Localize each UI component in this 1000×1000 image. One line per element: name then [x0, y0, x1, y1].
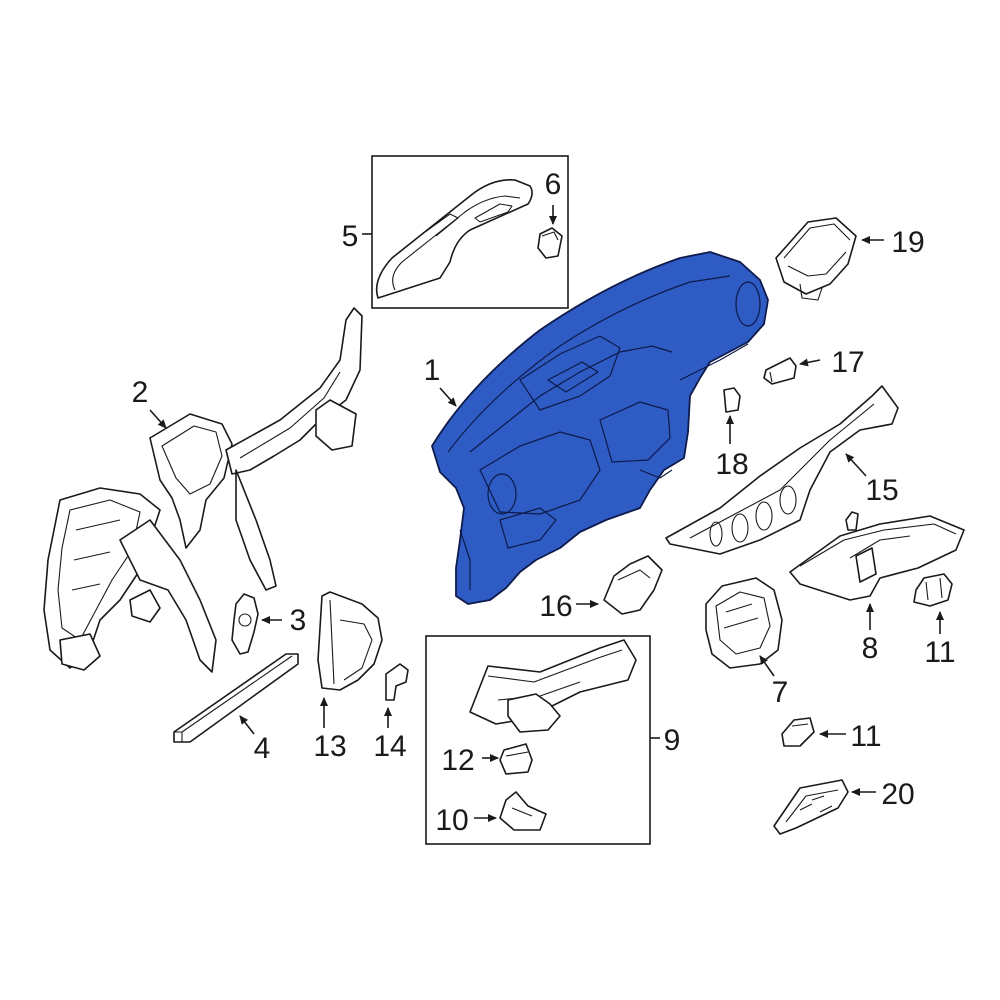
callout-9: 9: [664, 724, 681, 757]
glove-box-frame[interactable]: [789, 511, 965, 601]
clip-18[interactable]: [723, 387, 741, 413]
bracket-7[interactable]: [705, 577, 783, 669]
callout-7: 7: [772, 676, 789, 709]
callout-20: 20: [881, 778, 914, 811]
callout-8: 8: [862, 632, 879, 665]
switch-panel[interactable]: [773, 779, 849, 835]
callout-1: 1: [424, 354, 441, 387]
callout-11-upper: 11: [924, 636, 955, 669]
callout-15: 15: [865, 474, 898, 507]
bracket-10[interactable]: [499, 791, 547, 831]
upper-trim-cover[interactable]: [375, 179, 533, 299]
callout-13: 13: [313, 730, 346, 763]
bracket-3[interactable]: [231, 593, 259, 655]
callout-17: 17: [831, 346, 864, 379]
callout-16: 16: [539, 590, 572, 623]
clip-12[interactable]: [499, 743, 533, 775]
trim-panel[interactable]: [665, 385, 899, 555]
callout-14: 14: [373, 730, 406, 763]
callout-18: 18: [715, 448, 748, 481]
callout-4: 4: [254, 732, 271, 765]
inset-box-5: [371, 155, 569, 309]
callout-6: 6: [545, 168, 562, 201]
support-bar[interactable]: [173, 653, 299, 743]
clip-6[interactable]: [537, 227, 563, 259]
callout-10: 10: [435, 804, 468, 837]
cross-car-beam[interactable]: [43, 307, 363, 673]
side-cover[interactable]: [317, 591, 383, 691]
callout-2: 2: [132, 376, 149, 409]
callout-3: 3: [290, 604, 307, 637]
callout-11-lower: 11: [850, 720, 881, 753]
callout-5: 5: [342, 220, 359, 253]
instrument-panel[interactable]: [431, 251, 769, 605]
control-module[interactable]: [775, 217, 857, 301]
sensor-17[interactable]: [763, 357, 797, 385]
inset-box-9: [425, 635, 651, 845]
callout-12: 12: [441, 744, 474, 777]
switch-11-lower[interactable]: [781, 717, 815, 747]
clip-14[interactable]: [385, 663, 409, 701]
bracket-16[interactable]: [603, 555, 663, 615]
center-support-assembly[interactable]: [469, 639, 637, 733]
callout-19: 19: [891, 226, 924, 259]
switch-11-upper[interactable]: [913, 573, 953, 607]
